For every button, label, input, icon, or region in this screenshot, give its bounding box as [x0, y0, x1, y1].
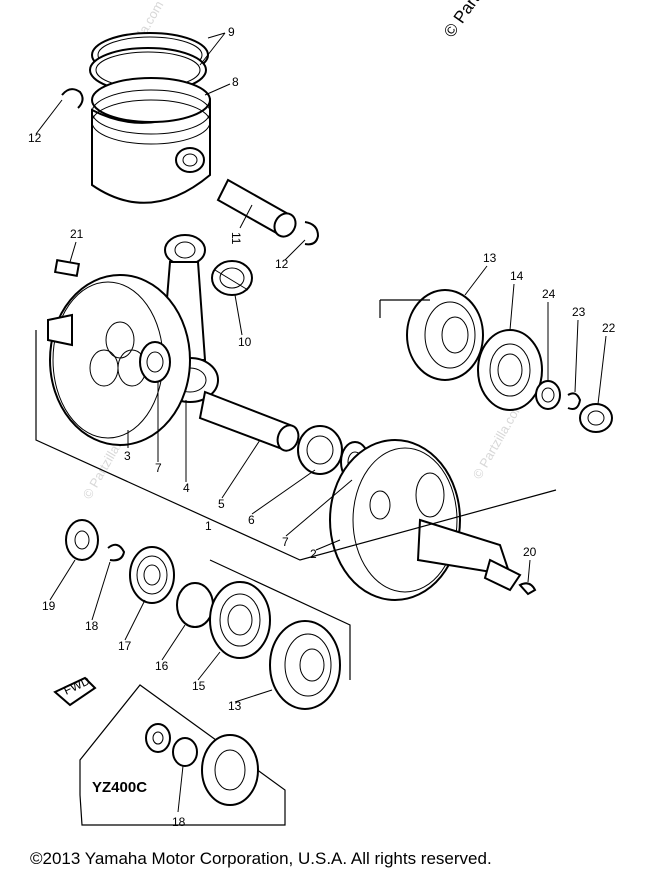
collar — [65, 519, 99, 561]
callout-24: 24 — [542, 287, 556, 301]
woodruff-key — [53, 259, 81, 277]
callout-15: 15 — [192, 679, 206, 693]
callout-16: 16 — [155, 659, 169, 673]
callout-2: 2 — [310, 547, 317, 561]
callout-11: 11 — [229, 232, 243, 245]
callout-6: 6 — [248, 513, 255, 527]
big-end-bearing — [297, 425, 343, 475]
crank-pin — [198, 390, 300, 452]
crank-wheel-right — [329, 439, 522, 601]
callout-21: 21 — [70, 227, 84, 241]
callout-22: 22 — [602, 321, 616, 335]
callout-20: 20 — [523, 545, 537, 559]
crank-wheel-left — [47, 274, 191, 446]
circlip — [304, 221, 320, 246]
callout-14: 14 — [510, 269, 524, 283]
small-end-bearing — [211, 260, 253, 296]
callout-13: 13 — [483, 251, 497, 265]
callout-19: 19 — [42, 599, 56, 613]
circlip — [61, 88, 84, 109]
piston-pin — [216, 178, 297, 238]
circlip — [567, 392, 582, 410]
callouts: 9 8 12 11 12 21 10 3 7 4 5 6 1 7 2 13 14… — [28, 25, 616, 829]
woodruff-key — [518, 582, 537, 596]
callout-7: 7 — [282, 535, 289, 549]
main-bearing — [406, 289, 484, 381]
thrust-washer — [139, 341, 171, 383]
callout-13: 13 — [228, 699, 242, 713]
oil-seal — [209, 581, 271, 659]
copyright-notice: ©2013 Yamaha Motor Corporation, U.S.A. A… — [30, 849, 492, 868]
nut — [579, 403, 613, 433]
o-ring — [176, 582, 214, 628]
callout-3: 3 — [124, 449, 131, 463]
assembly-bracket — [35, 299, 557, 561]
callout-23: 23 — [572, 305, 586, 319]
callout-4: 4 — [183, 481, 190, 495]
callout-17: 17 — [118, 639, 132, 653]
fwd-arrow-icon: FWD — [53, 673, 97, 707]
callout-1: 1 — [205, 519, 212, 533]
callout-9: 9 — [228, 25, 235, 39]
callout-10: 10 — [238, 335, 252, 349]
primary-drive-gear — [129, 546, 175, 604]
washer — [535, 380, 561, 410]
model-label: YZ400C — [92, 779, 147, 796]
callout-18: 18 — [172, 815, 186, 829]
piston — [91, 77, 211, 204]
circlip — [107, 543, 126, 562]
yz400c-inset: YZ400C — [79, 684, 286, 826]
oil-seal — [477, 329, 543, 411]
callout-12: 12 — [28, 131, 42, 145]
main-bearing — [269, 620, 341, 710]
callout-8: 8 — [232, 75, 239, 89]
callout-12: 12 — [275, 257, 289, 271]
callout-5: 5 — [218, 497, 225, 511]
assembly-bracket — [209, 559, 351, 680]
callout-18: 18 — [85, 619, 99, 633]
callout-7: 7 — [155, 461, 162, 475]
faint-watermark: © Partzilla.com — [470, 398, 527, 481]
